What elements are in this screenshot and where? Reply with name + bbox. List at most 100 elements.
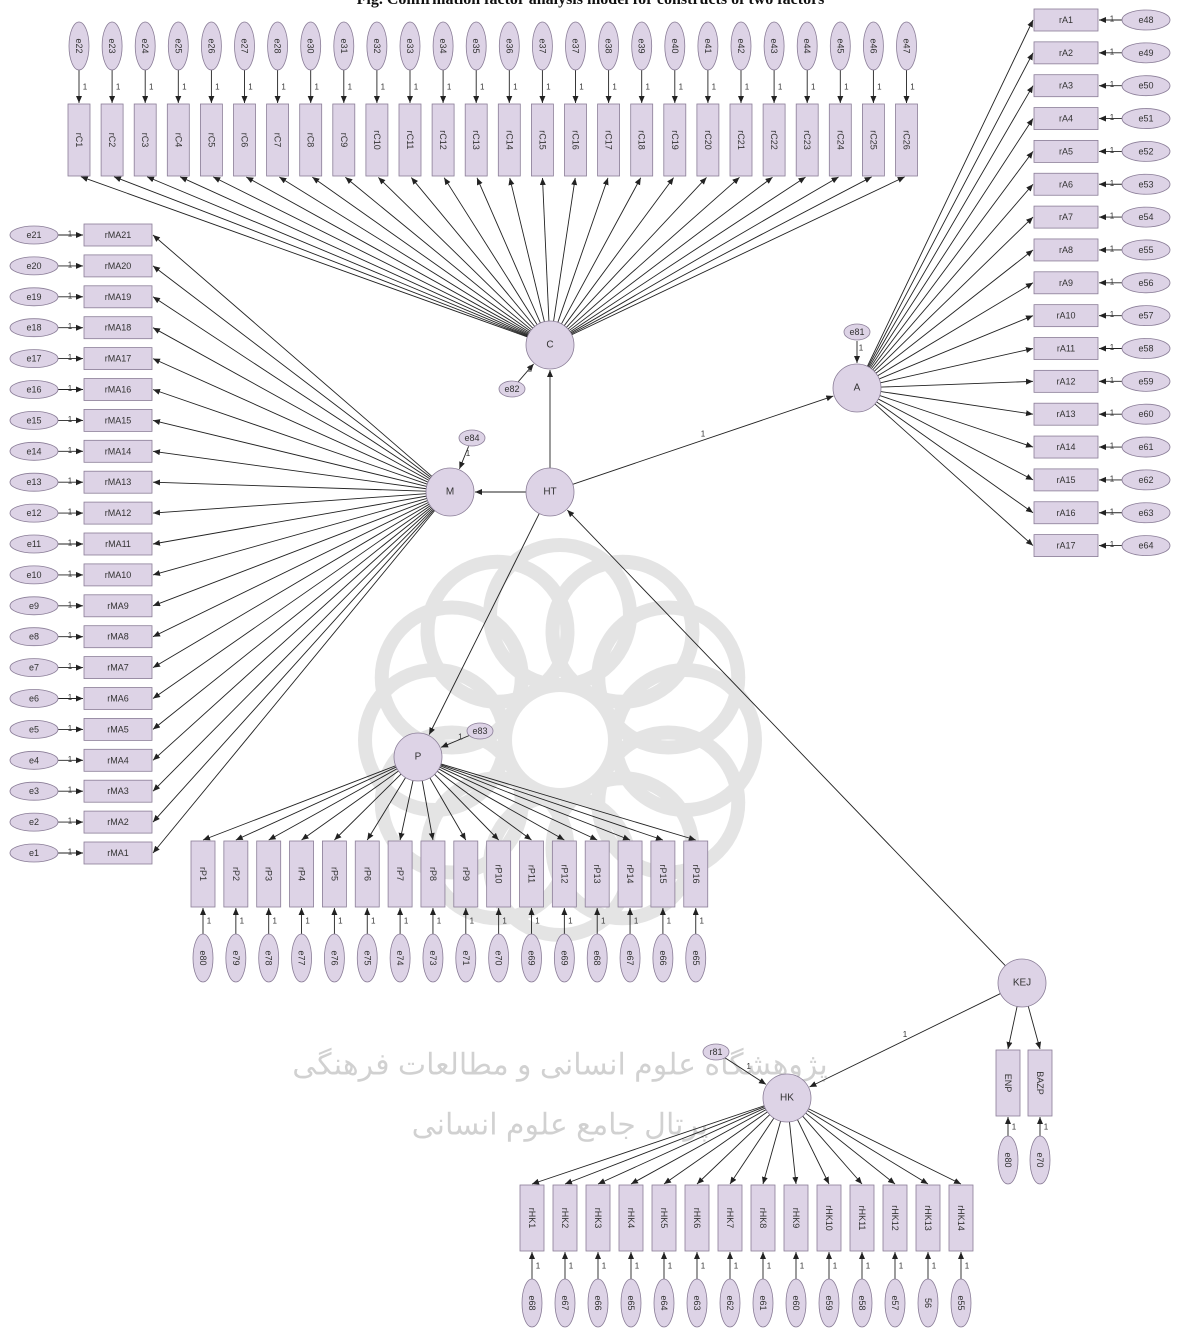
indicator-rP3-label: rP3 xyxy=(264,867,274,881)
error-rP4-label: e77 xyxy=(297,950,307,965)
indicator-rHK13 xyxy=(915,1184,941,1252)
indicator-rP13-label: rP13 xyxy=(592,864,602,883)
loading-arrow xyxy=(807,1110,929,1185)
weight-label: 1 xyxy=(207,917,212,926)
error-rHK1 xyxy=(521,1278,543,1328)
weight-label: 1 xyxy=(68,724,73,733)
weight-label: 1 xyxy=(248,83,253,92)
indicator-rA9-label: rA9 xyxy=(1059,278,1073,288)
indicator-rA11-label: rA11 xyxy=(1057,344,1075,354)
indicator-rP8 xyxy=(420,840,446,908)
weight-label: 1 xyxy=(281,83,286,92)
weight-label: 1 xyxy=(215,83,220,92)
loading-arrow xyxy=(663,1111,768,1185)
loading-arrow xyxy=(212,176,529,335)
indicator-rP5 xyxy=(321,840,347,908)
indicator-rA13 xyxy=(1033,402,1099,426)
loading-arrow xyxy=(696,1114,771,1185)
error-rMA17-label: e17 xyxy=(26,354,41,364)
indicator-rMA3 xyxy=(83,779,153,803)
weight-label: 1 xyxy=(1044,1123,1049,1132)
weight-label: 1 xyxy=(536,1262,541,1271)
weight-label: 1 xyxy=(535,917,540,926)
loading-arrow xyxy=(808,1108,962,1185)
indicator-rP9-label: rP9 xyxy=(461,867,471,881)
loading-arrow xyxy=(437,770,532,841)
indicator-rA6-label: rA6 xyxy=(1059,179,1073,189)
loading-arrow xyxy=(880,391,1034,417)
weight-label: 1 xyxy=(877,83,882,92)
indicator-rC24-label: rC24 xyxy=(835,130,845,150)
error-rHK12-label: e57 xyxy=(890,1295,900,1310)
error-ENP xyxy=(997,1135,1019,1185)
error-rMA19-label: e19 xyxy=(26,292,41,302)
indicator-rA13-label: rA13 xyxy=(1056,409,1075,419)
weight-label: 1 xyxy=(635,1262,640,1271)
weight-label: 1 xyxy=(700,917,705,926)
loading-arrow xyxy=(879,395,1034,448)
error-rC23 xyxy=(796,21,818,71)
indicator-rP16-label: rP16 xyxy=(691,864,701,883)
error-rMA13 xyxy=(9,472,59,492)
loading-arrow xyxy=(152,419,427,487)
error-rC7-label: e28 xyxy=(273,38,283,53)
latent-KEJ-label: KEJ xyxy=(1013,978,1031,989)
indicator-rP7-label: rP7 xyxy=(395,867,405,881)
indicator-rHK4 xyxy=(618,1184,644,1252)
loading-arrow xyxy=(152,500,428,607)
error-rHK3-label: e66 xyxy=(593,1295,603,1310)
error-rP2-label: e79 xyxy=(231,950,241,965)
indicator-rHK13-label: rHK13 xyxy=(923,1205,933,1231)
loading-arrow xyxy=(553,177,578,322)
weight-label: 1 xyxy=(68,384,73,393)
indicator-rA4-label: rA4 xyxy=(1059,114,1073,124)
loading-arrow xyxy=(878,398,1034,481)
weight-label: 1 xyxy=(965,1262,970,1271)
disturbance-arrow xyxy=(440,734,472,748)
indicator-rMA8 xyxy=(83,625,153,649)
loading-arrow xyxy=(729,1117,775,1185)
watermark-ring xyxy=(483,538,637,692)
indicator-rA3-label: rA3 xyxy=(1059,81,1073,91)
error-rP5 xyxy=(323,933,345,983)
indicator-rC1 xyxy=(67,103,91,177)
watermark-text-line2: پرتال جامع علوم انسانی xyxy=(412,1109,709,1143)
weight-label: 1 xyxy=(68,786,73,795)
error-rP10 xyxy=(488,933,510,983)
weight-label: 1 xyxy=(116,83,121,92)
weight-label: 1 xyxy=(68,569,73,578)
loading-arrow xyxy=(597,1107,766,1185)
watermark-center xyxy=(498,678,622,802)
loading-arrow xyxy=(566,177,707,328)
weight-label: 1 xyxy=(701,1262,706,1271)
error-rC7 xyxy=(267,21,289,71)
error-rC25-label: e46 xyxy=(868,38,878,53)
indicator-rMA10 xyxy=(83,563,153,587)
loading-arrow xyxy=(440,765,631,841)
error-rC23-label: e44 xyxy=(802,38,812,53)
indicator-rMA8-label: rMA8 xyxy=(107,632,129,642)
loading-arrow xyxy=(797,1119,830,1185)
error-rC14-label: e36 xyxy=(504,38,514,53)
indicator-BAZP xyxy=(1027,1049,1053,1117)
error-rC19-label: e40 xyxy=(670,38,680,53)
error-rA17 xyxy=(1121,535,1171,556)
error-rA12 xyxy=(1121,370,1171,392)
latent-C xyxy=(525,320,575,370)
indicator-rC2-label: rC2 xyxy=(107,133,117,148)
indicator-rA14-label: rA14 xyxy=(1056,442,1075,452)
weight-label: 1 xyxy=(602,1262,607,1271)
indicator-rC19 xyxy=(663,103,687,177)
error-rMA5-label: e5 xyxy=(29,724,39,734)
loading-arrow xyxy=(563,177,674,326)
indicator-rP2-label: rP2 xyxy=(231,867,241,881)
indicator-BAZP-label: BAZP xyxy=(1035,1071,1045,1095)
indicator-rHK9-label: rHK9 xyxy=(791,1208,801,1229)
error-rMA1 xyxy=(9,843,59,863)
error-rA5 xyxy=(1121,140,1171,162)
indicator-rHK7 xyxy=(717,1184,743,1252)
error-rMA4 xyxy=(9,750,59,770)
error-rC21-label: e42 xyxy=(736,38,746,53)
error-rC6 xyxy=(234,21,255,71)
weight-label: 1 xyxy=(1012,1123,1017,1132)
